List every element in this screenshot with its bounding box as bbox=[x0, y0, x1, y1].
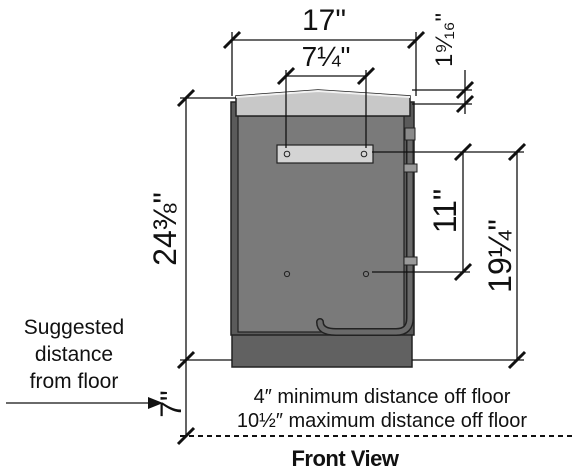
dim-mount-height: 11" bbox=[427, 189, 463, 234]
suggested-line-3: from floor bbox=[29, 370, 119, 393]
mount-hole-right bbox=[362, 270, 370, 278]
maximum-distance-note: 10½″ maximum distance off floor bbox=[236, 410, 528, 432]
mounting-bracket bbox=[276, 144, 374, 164]
hose-clip-top bbox=[403, 163, 418, 173]
drain-hose bbox=[317, 137, 413, 335]
dim-bracket-spacing: 7¼" bbox=[302, 41, 351, 72]
dim-mount-to-base: 19¼" bbox=[482, 219, 518, 293]
suggested-line-1: Suggested bbox=[23, 316, 125, 339]
mount-hole-left bbox=[283, 270, 291, 278]
minimum-distance-note: 4″ minimum distance off floor bbox=[253, 386, 511, 408]
hose-clip-bottom bbox=[403, 256, 418, 266]
dim-floor-distance: 7" bbox=[155, 390, 188, 417]
suggested-distance-label: Suggested distance from floor bbox=[8, 314, 140, 395]
dim-overall-height: 24⅜" bbox=[147, 192, 183, 266]
bracket-hole-right bbox=[360, 150, 368, 158]
view-title: Front View bbox=[291, 446, 399, 471]
hose-fitting bbox=[404, 127, 416, 141]
dim-width-top: 17" bbox=[302, 4, 346, 37]
bracket-hole-left bbox=[283, 150, 291, 158]
suggested-line-2: distance bbox=[34, 343, 114, 366]
lid bbox=[235, 89, 411, 117]
dim-lid-height: 1⁹⁄₁₆" bbox=[431, 13, 458, 67]
arrow-icon bbox=[6, 397, 163, 409]
dimension-lines bbox=[176, 30, 527, 446]
lid-rim bbox=[235, 89, 411, 98]
unit-body bbox=[230, 89, 418, 368]
